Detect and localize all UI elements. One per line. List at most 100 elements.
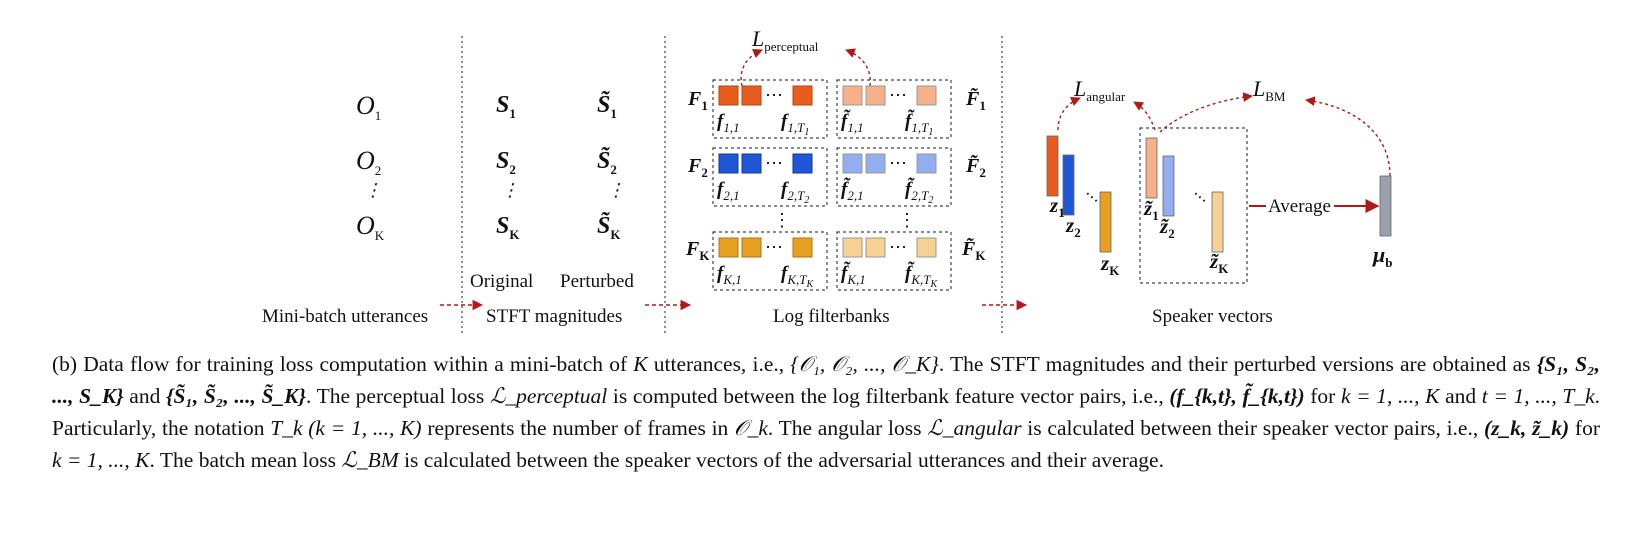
frame-label-last: f̃K,TK <box>905 262 938 290</box>
speaker-z1-tilde: z̃1 <box>1143 196 1159 223</box>
caption-s12: is calculated between their speaker vect… <box>1021 416 1484 440</box>
stft-perturbed-vdots: ⋮ <box>607 180 625 200</box>
caption-math-k-range: k = 1, ..., K <box>1340 384 1440 408</box>
filterbank-F2-tilde: F̃2 <box>965 154 986 180</box>
caption-s11: . The angular loss <box>767 416 928 440</box>
frame-label-first: fK,1 <box>717 263 742 287</box>
caption-s10: represents the number of frames in <box>421 416 735 440</box>
stft-original-vdots: ⋮ <box>501 180 519 200</box>
frame-square-1-3-perturbed <box>916 85 937 106</box>
filterbank-left-labels: F1 F2 FK <box>685 88 710 263</box>
caption-math-Ok: 𝒪_k <box>734 416 768 440</box>
data-flow-diagram: O1 O2 ⋮ OK Mini-batch utterances S1 S2 ⋮… <box>262 26 1392 335</box>
caption-math-k-range-2: k = 1, ..., K <box>52 448 150 472</box>
mean-vector-bar <box>1379 175 1392 237</box>
speaker-zK: zK <box>1100 251 1120 278</box>
frame-square-1-1 <box>718 85 739 106</box>
caption-s15: is calculated between the speaker vector… <box>398 448 1164 472</box>
angular-arrow-right <box>1133 101 1156 131</box>
speaker-perturbed-labels: z̃1 z̃2 z̃K <box>1143 196 1229 276</box>
filterbank-box-3-perturbed <box>836 231 952 291</box>
angular-arrow-left <box>1057 96 1081 131</box>
speaker-z2: z2 <box>1065 213 1081 240</box>
caption-s5: . The perceptual loss <box>306 384 490 408</box>
speaker-perturbed-dots: ⋯ <box>1188 186 1211 209</box>
speaker-z2-tilde: z̃2 <box>1159 214 1175 241</box>
frame-label-first: f̃K,1 <box>841 262 866 287</box>
caption-s6: is computed between the log filterbank f… <box>607 384 1170 408</box>
caption-s1: (b) Data flow for training loss computat… <box>52 352 634 376</box>
speaker-vectors-label: Speaker vectors <box>1152 306 1273 327</box>
frame-dots: ⋯ <box>889 237 907 257</box>
perturbed-vectors-group-box <box>1139 127 1248 284</box>
bm-arrow-right <box>1305 96 1391 177</box>
caption-math-L-BM: ℒ_BM <box>341 448 399 472</box>
frame-label-last: f̃2,T2 <box>905 178 933 206</box>
frame-square-2-2 <box>741 153 762 174</box>
filterbank-box-1-original <box>712 79 828 139</box>
frame-square-2-3 <box>792 153 813 174</box>
mean-vector-label: μb <box>1372 242 1392 270</box>
frame-label-first: f2,1 <box>717 179 740 203</box>
mini-batch-label: Mini-batch utterances <box>262 306 428 327</box>
caption-math-Tk: T_k (k = 1, ..., K) <box>270 416 422 440</box>
filterbank-F1: F1 <box>687 88 708 113</box>
frame-square-1-2-perturbed <box>865 85 886 106</box>
frame-label-first: f̃1,1 <box>841 110 864 135</box>
frame-square-3-3 <box>792 237 813 258</box>
frame-square-1-1-perturbed <box>842 85 863 106</box>
bm-loss-label: LBM <box>1252 76 1286 104</box>
frame-square-2-1-perturbed <box>842 153 863 174</box>
filterbank-box-2-perturbed <box>836 147 952 207</box>
speaker-bar-z1-tilde <box>1145 137 1158 199</box>
filterbank-box-1-perturbed <box>836 79 952 139</box>
filterbank-F2: F2 <box>687 155 708 180</box>
stft-perturbed-column: S̃1 S̃2 ⋮ S̃K <box>597 92 625 242</box>
caption-s3: . The STFT magnitudes and their perturbe… <box>938 352 1537 376</box>
filterbank-right-labels: F̃1 F̃2 F̃K <box>961 87 986 263</box>
frame-square-3-3-perturbed <box>916 237 937 258</box>
stft-perturbed-2: S̃2 <box>597 148 617 177</box>
filterbank-vdots-right: ⋮ <box>898 210 916 230</box>
caption-s7: for <box>1304 384 1341 408</box>
stft-perturbed-1: S̃1 <box>597 92 617 121</box>
frame-square-2-2-perturbed <box>865 153 886 174</box>
utterance-2: O2 <box>356 146 381 178</box>
frame-square-1-3 <box>792 85 813 106</box>
frame-label-last: f̃1,T1 <box>905 110 933 138</box>
caption-math-S-set: {S₁, S₂, ..., S_K} <box>52 352 1600 408</box>
utterance-column: O1 O2 ⋮ OK <box>356 91 385 243</box>
perceptual-loss-label: Lperceptual <box>751 26 819 54</box>
frame-label-last: fK,TK <box>781 263 814 290</box>
stft-original-column: S1 S2 ⋮ SK <box>496 92 520 242</box>
frame-square-3-2 <box>741 237 762 258</box>
caption-s2: utterances, i.e., <box>647 352 791 376</box>
caption-math-utt-set: {𝒪₁, 𝒪₂, ..., 𝒪_K} <box>790 352 939 376</box>
frame-label-first: f̃2,1 <box>841 178 864 203</box>
filterbank-vdots-left: ⋮ <box>773 210 791 230</box>
stft-original-K: SK <box>496 213 520 242</box>
utterance-1: O1 <box>356 91 381 123</box>
caption-s13: for <box>1569 416 1600 440</box>
stft-original-1: S1 <box>496 92 516 121</box>
caption-s4: and <box>123 384 166 408</box>
average-label: Average <box>1268 196 1331 217</box>
caption-math-L-perceptual: ℒ_perceptual <box>489 384 608 408</box>
frame-dots: ⋯ <box>889 85 907 105</box>
caption-s8: and <box>1439 384 1482 408</box>
speaker-bar-z1 <box>1046 135 1059 197</box>
caption-math-z-pair: (z_k, z̃_k) <box>1483 416 1570 440</box>
speaker-bar-z2 <box>1062 154 1075 216</box>
frame-dots: ⋯ <box>765 85 783 105</box>
speaker-bar-zK-tilde <box>1211 191 1224 253</box>
caption-math-t-range: t = 1, ..., T_k <box>1481 384 1595 408</box>
utterance-vdots: ⋮ <box>364 180 382 200</box>
filterbank-F1-tilde: F̃1 <box>965 87 986 113</box>
perturbed-label: Perturbed <box>560 271 634 292</box>
caption-s14: . The batch mean loss <box>149 448 342 472</box>
figure-caption: (b) Data flow for training loss computat… <box>52 348 1600 476</box>
speaker-z1: z1 <box>1049 193 1065 220</box>
frame-square-3-1-perturbed <box>842 237 863 258</box>
frame-square-3-1 <box>718 237 739 258</box>
